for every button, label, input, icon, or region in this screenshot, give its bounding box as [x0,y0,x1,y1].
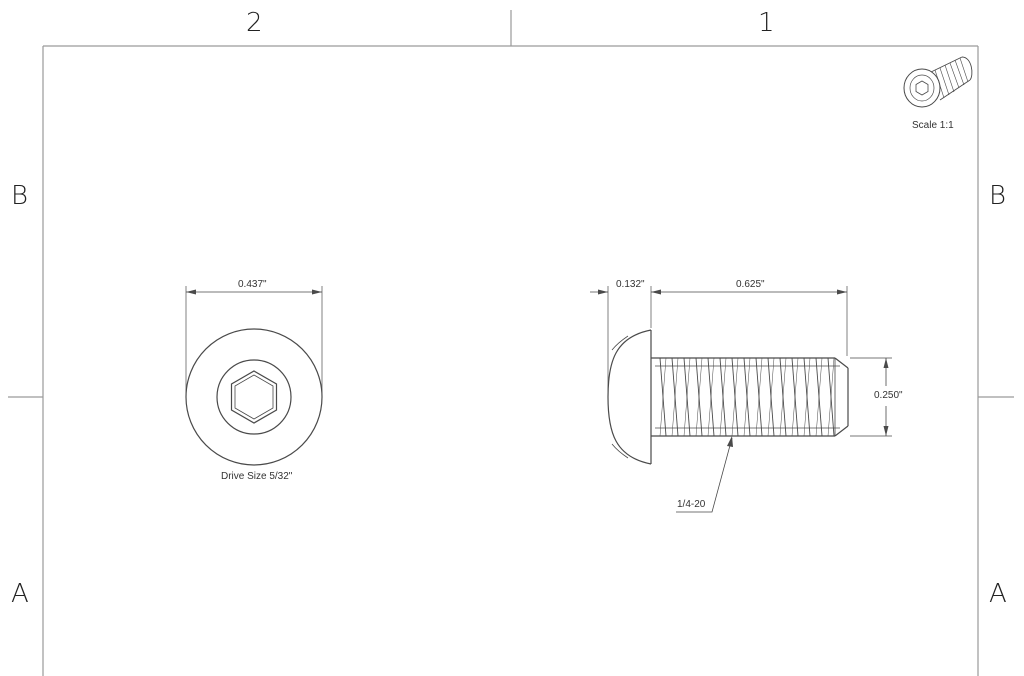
hex-socket-inner [234,374,274,420]
side-view [590,286,892,513]
zone-column-1: 1 [758,8,775,38]
head-height-dimension: 0.132" [616,279,645,290]
head-outer-circle [185,328,323,466]
zone-row-b-left: B [11,181,29,211]
zone-row-b-right: B [989,181,1007,211]
head-inner-circle [216,359,292,435]
iso-head [903,68,941,108]
iso-view [903,56,973,108]
zone-row-a-right: A [989,579,1007,609]
zone-column-2: 2 [246,8,263,38]
scale-label: Scale 1:1 [912,120,954,131]
thread-diameter-dimension: 0.250" [873,390,904,401]
thread-lines [659,357,835,437]
thread-leader [676,437,733,513]
front-view [185,286,323,466]
length-dimension: 0.625" [736,279,765,290]
button-head [607,329,652,465]
thread-callout: 1/4-20 [677,499,706,510]
head-diameter-dimension: 0.437" [238,279,267,290]
drive-size-note: Drive Size 5/32" [221,471,293,482]
zone-row-a-left: A [11,579,29,609]
sheet-border [8,10,1014,676]
hex-socket [230,370,278,424]
